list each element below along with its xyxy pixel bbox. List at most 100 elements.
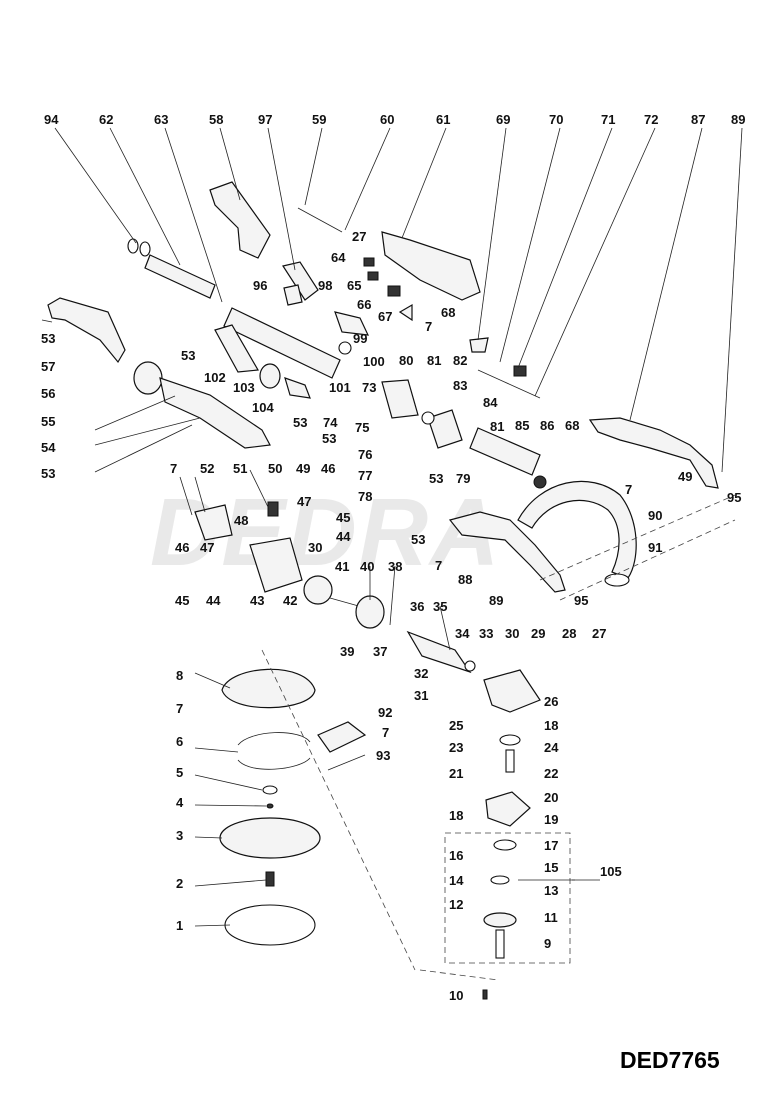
label-45: 45 — [336, 510, 350, 525]
part-1-disc — [224, 904, 316, 946]
part-98 — [334, 311, 370, 336]
part-88-handle — [448, 511, 566, 593]
label-49-b: 49 — [296, 461, 310, 476]
part-40 — [355, 595, 385, 629]
label-70: 70 — [549, 112, 563, 127]
label-27: 27 — [352, 229, 366, 244]
label-45-b: 45 — [175, 593, 189, 608]
part-61-housing — [381, 231, 481, 301]
label-73: 73 — [362, 380, 376, 395]
part-84 — [427, 409, 463, 449]
label-34: 34 — [455, 626, 470, 641]
part-65 — [367, 271, 379, 281]
assembly-axis-bottom — [419, 969, 499, 981]
part-17 — [493, 839, 517, 851]
assembly-axis-left — [261, 649, 416, 971]
label-53: 53 — [41, 331, 55, 346]
label-44: 44 — [336, 529, 351, 544]
label-78: 78 — [358, 489, 372, 504]
label-1: 1 — [176, 918, 183, 933]
label-88: 88 — [458, 572, 472, 587]
label-67: 67 — [378, 309, 392, 324]
label-68-b: 68 — [565, 418, 579, 433]
part-93 — [327, 754, 366, 771]
label-18-b: 18 — [449, 808, 463, 823]
label-69: 69 — [496, 112, 510, 127]
label-62: 62 — [99, 112, 113, 127]
label-38: 38 — [388, 559, 402, 574]
label-48: 48 — [234, 513, 248, 528]
label-4: 4 — [176, 795, 184, 810]
part-96 — [283, 284, 303, 306]
part-24 — [499, 734, 521, 746]
label-50: 50 — [268, 461, 282, 476]
part-36-armature — [406, 630, 472, 674]
label-66: 66 — [357, 297, 371, 312]
label-59: 59 — [312, 112, 326, 127]
part-92 — [317, 721, 367, 753]
part-50 — [267, 501, 279, 517]
label-46-b: 46 — [175, 540, 189, 555]
label-7: 7 — [425, 319, 432, 334]
label-7-c: 7 — [170, 461, 177, 476]
label-13: 13 — [544, 883, 558, 898]
part-58-handle — [209, 181, 271, 259]
label-97: 97 — [258, 112, 272, 127]
label-71: 71 — [601, 112, 615, 127]
label-55: 55 — [41, 414, 55, 429]
label-7-d: 7 — [435, 558, 442, 573]
label-93: 93 — [376, 748, 390, 763]
label-8: 8 — [176, 668, 183, 683]
label-57: 57 — [41, 359, 55, 374]
label-35: 35 — [433, 599, 447, 614]
label-58: 58 — [209, 112, 223, 127]
leader-lines — [54, 127, 743, 927]
part-6-brush-ring — [237, 732, 311, 746]
part-104 — [259, 363, 281, 389]
parts-artwork — [41, 181, 736, 1000]
label-20: 20 — [544, 790, 558, 805]
part-62-tube — [144, 254, 216, 299]
part-8-pad-holder — [221, 668, 316, 709]
part-87-handle — [588, 417, 719, 489]
label-7-b: 7 — [625, 482, 632, 497]
label-68: 68 — [441, 305, 455, 320]
label-22: 22 — [544, 766, 558, 781]
label-54: 54 — [41, 440, 56, 455]
label-96: 96 — [253, 278, 267, 293]
part-85-tube — [469, 427, 541, 476]
label-21: 21 — [449, 766, 463, 781]
part-82-ring — [421, 411, 435, 425]
label-90: 90 — [648, 508, 662, 523]
part-11 — [483, 912, 517, 928]
label-26: 26 — [544, 694, 558, 709]
part-86 — [533, 475, 547, 489]
label-89: 89 — [731, 112, 745, 127]
part-10 — [482, 989, 488, 1000]
label-5: 5 — [176, 765, 183, 780]
label-101: 101 — [329, 380, 351, 395]
label-39: 39 — [340, 644, 354, 659]
label-51: 51 — [233, 461, 247, 476]
label-75: 75 — [355, 420, 369, 435]
label-12: 12 — [449, 897, 463, 912]
label-16: 16 — [449, 848, 463, 863]
part-67 — [398, 303, 413, 322]
label-32: 32 — [414, 666, 428, 681]
label-44-b: 44 — [206, 593, 221, 608]
model-code: DED7765 — [620, 1047, 720, 1073]
label-25: 25 — [449, 718, 463, 733]
part-3-pad — [219, 817, 321, 859]
label-27-b: 27 — [592, 626, 606, 641]
part-56-handle — [47, 297, 126, 364]
label-86: 86 — [540, 418, 554, 433]
label-92: 92 — [378, 705, 392, 720]
part-94-ring-2 — [139, 241, 151, 257]
label-53-b: 53 — [181, 348, 195, 363]
label-56: 56 — [41, 386, 55, 401]
label-49: 49 — [678, 469, 692, 484]
label-10: 10 — [449, 988, 463, 1003]
part-2-bolt — [265, 871, 275, 887]
part-55 — [133, 361, 163, 395]
